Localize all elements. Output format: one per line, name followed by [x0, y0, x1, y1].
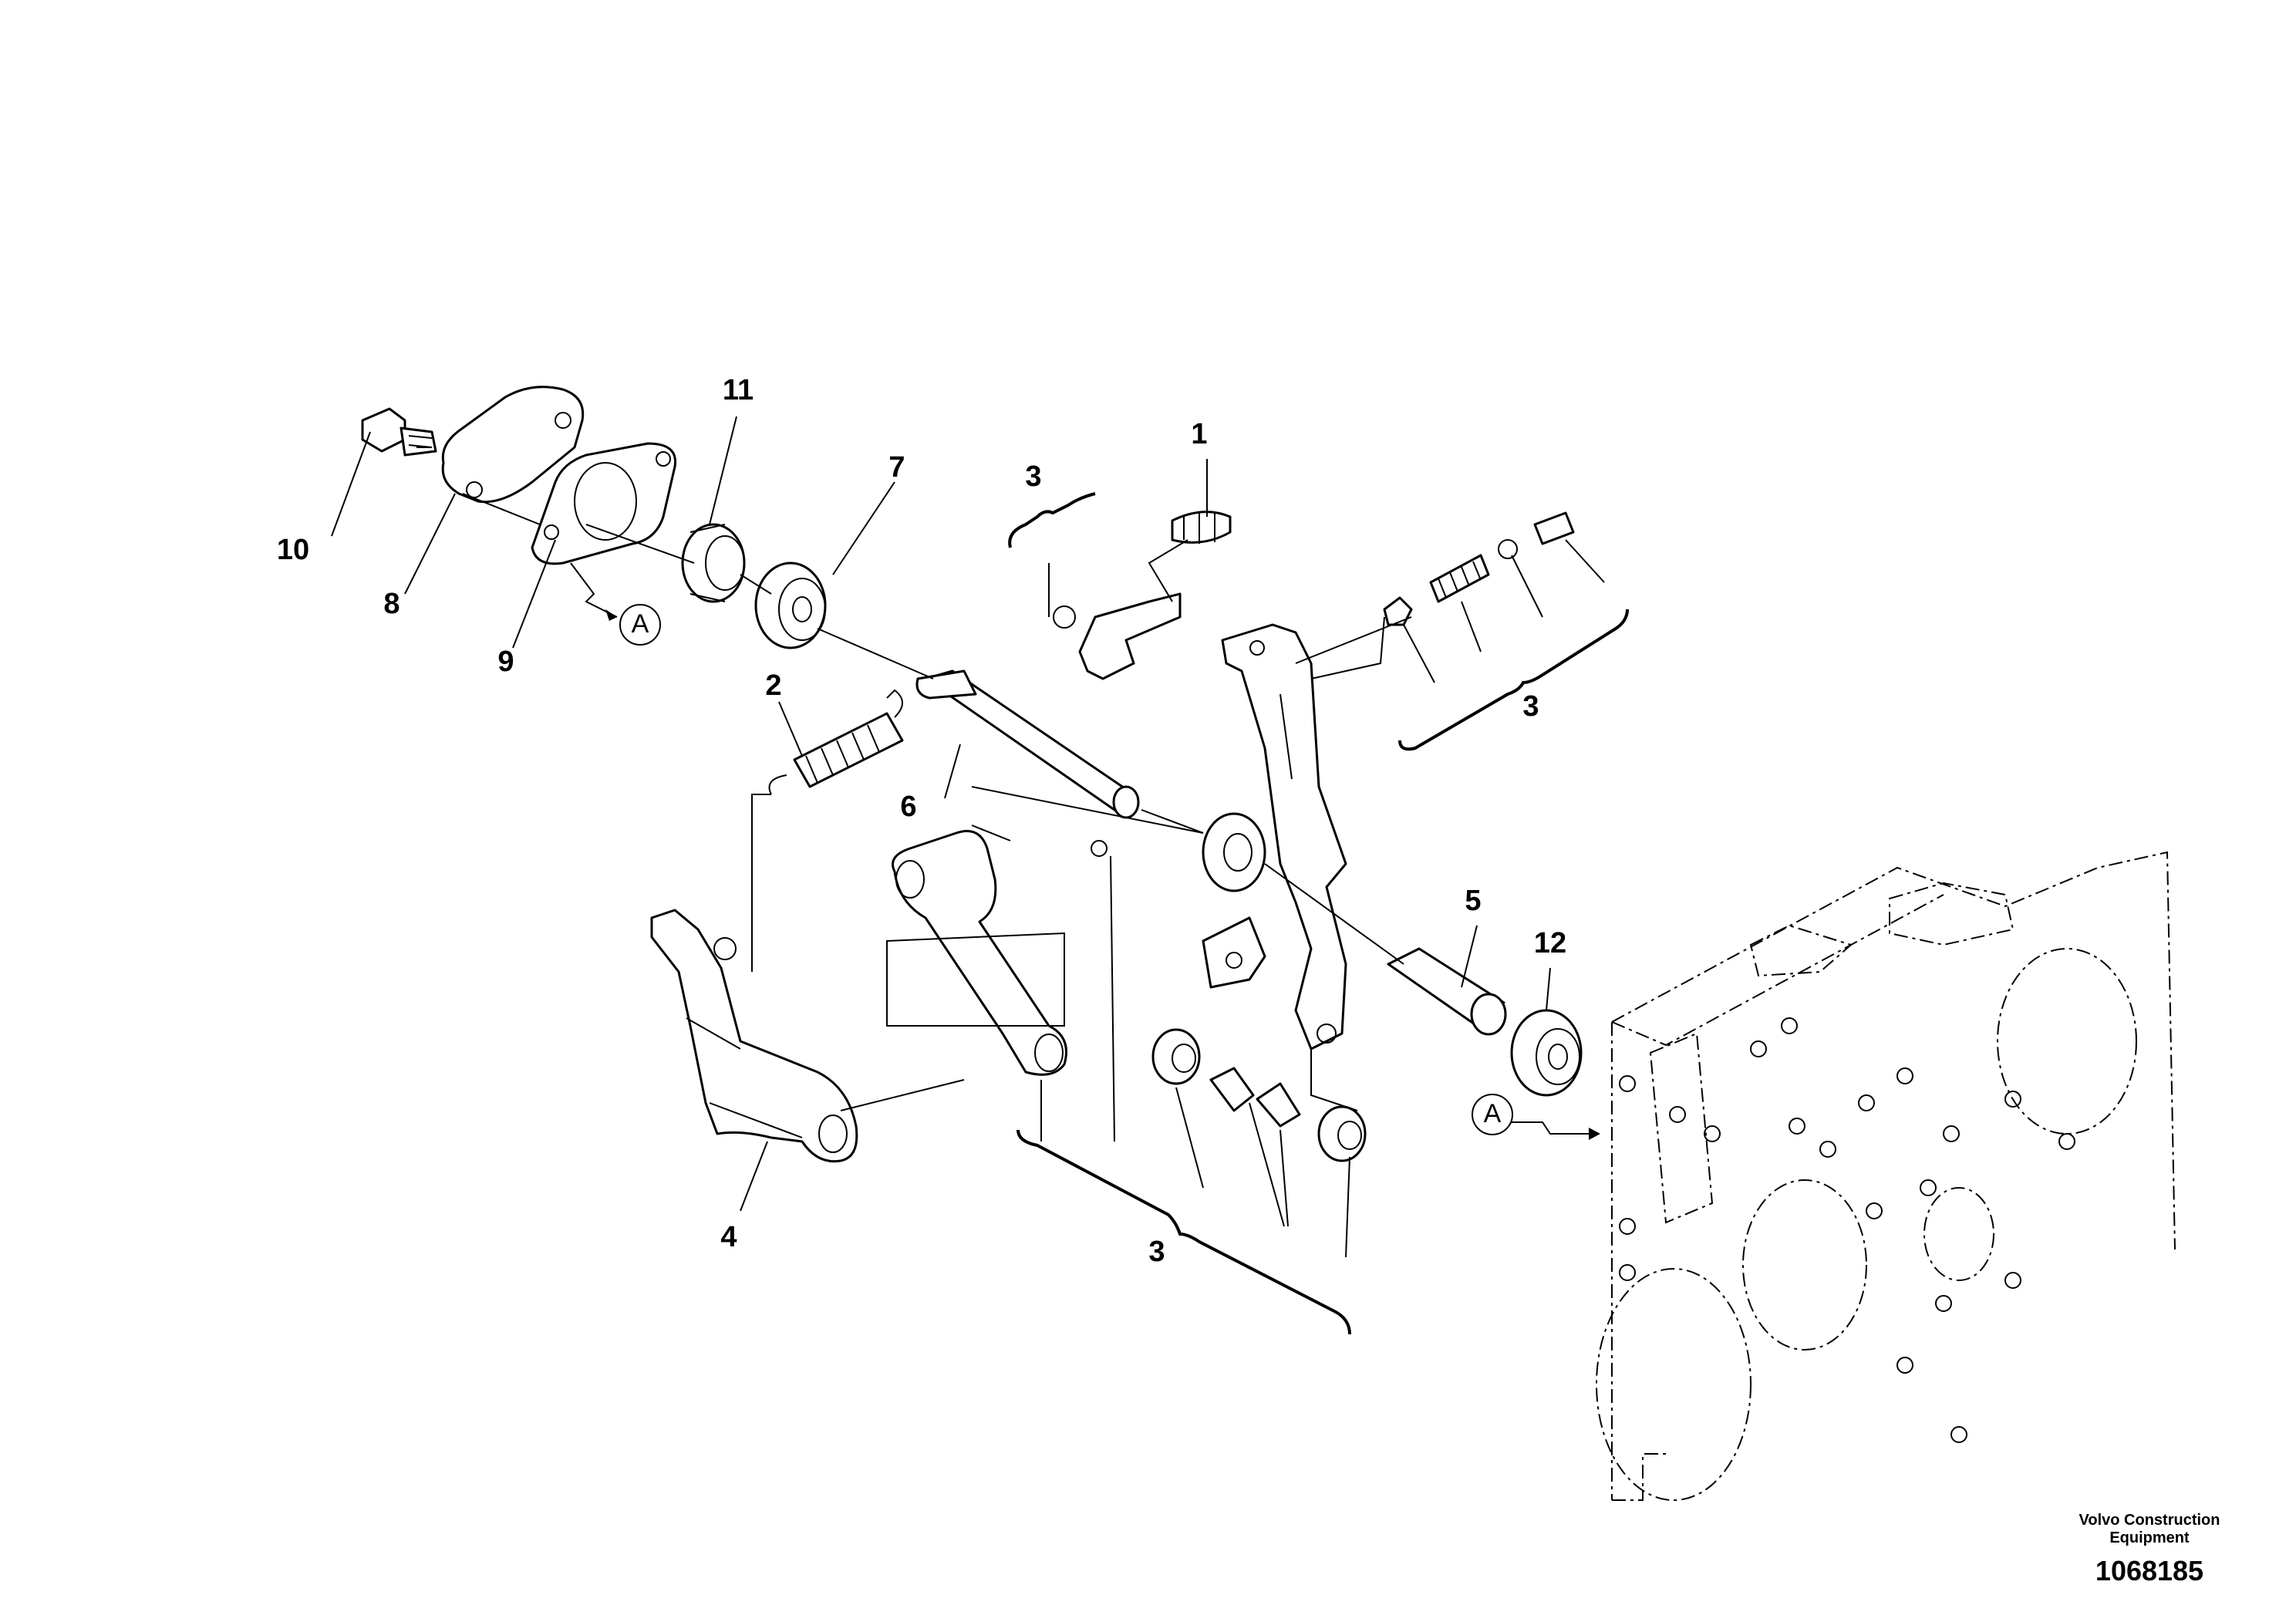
bracket-plate	[1202, 623, 1347, 1050]
bearing-part-7	[754, 561, 827, 649]
shaft-part-6	[915, 669, 1140, 819]
gasket-part-9	[531, 442, 677, 565]
bearing-part-12	[1510, 1009, 1583, 1097]
engine-block-outline	[1596, 851, 2176, 1501]
callout-11: 11	[723, 374, 754, 406]
footer-block: Volvo Construction Equipment 1068185	[2065, 1512, 2234, 1587]
reference-marker-a-right: A	[1472, 1094, 1600, 1140]
lever-assembly-part-3	[886, 830, 1108, 1076]
drawing-number: 1068185	[2095, 1555, 2204, 1587]
callout-1: 1	[1191, 418, 1207, 450]
brace-group-3-bottom	[1017, 1129, 1351, 1335]
svg-text:A: A	[1484, 1099, 1502, 1128]
bolt-part-10	[361, 407, 437, 457]
brace-group-3-right	[1398, 609, 1629, 751]
callout-12: 12	[1534, 927, 1566, 959]
brace-group-3-top-left	[1008, 492, 1096, 548]
svg-text:A: A	[632, 609, 649, 639]
seal-part-11	[681, 523, 746, 603]
callout-8: 8	[383, 588, 400, 620]
upper-link-part-3	[1053, 592, 1182, 680]
callout-7: 7	[888, 451, 905, 484]
reference-marker-a-left: A	[570, 562, 661, 646]
spring-part-1	[1171, 511, 1232, 544]
lever-part-4	[650, 909, 858, 1163]
company-name-line1: Volvo Construction	[2079, 1512, 2220, 1529]
spring-part-2	[768, 689, 904, 795]
callout-10: 10	[277, 534, 309, 566]
callout-3-bottom: 3	[1148, 1236, 1165, 1268]
callout-4: 4	[720, 1221, 737, 1253]
callout-5: 5	[1465, 885, 1481, 917]
valve-parts-part-3	[1383, 511, 1575, 626]
callout-leaders	[331, 416, 1605, 1258]
callout-3-right: 3	[1522, 690, 1539, 723]
bushing-parts-part-3	[1151, 1028, 1367, 1162]
callout-2: 2	[765, 669, 781, 702]
company-name-line2: Equipment	[2109, 1529, 2190, 1546]
axis-lines	[416, 447, 1412, 1111]
cover-plate-part-8	[441, 386, 585, 504]
spacer-part-5	[1387, 947, 1507, 1036]
callout-3-top: 3	[1025, 460, 1041, 493]
callout-9: 9	[497, 646, 514, 678]
callout-6: 6	[900, 791, 916, 823]
